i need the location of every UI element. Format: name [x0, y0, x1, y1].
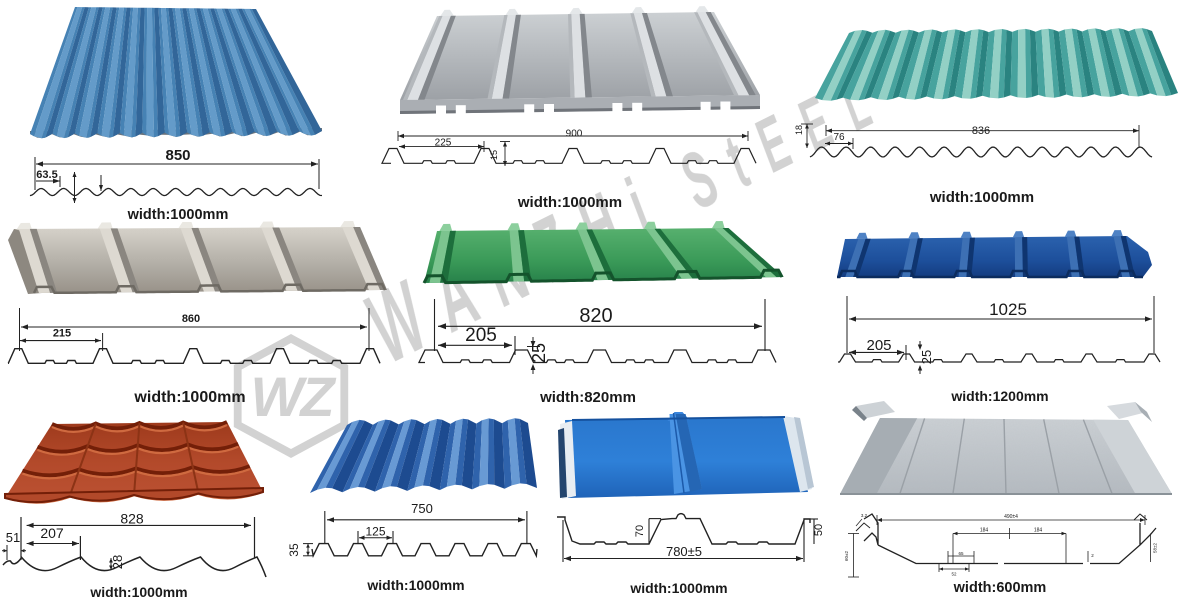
svg-text:width:1000mm: width:1000mm: [929, 189, 1034, 206]
svg-text:25: 25: [529, 343, 549, 363]
svg-text:50: 50: [813, 524, 825, 536]
svg-text:205: 205: [866, 337, 891, 354]
svg-text:width:1000mm: width:1000mm: [517, 194, 622, 211]
svg-text:207: 207: [40, 525, 64, 541]
svg-text:width:1000mm: width:1000mm: [366, 577, 464, 593]
svg-text:205: 205: [465, 325, 497, 346]
svg-text:25: 25: [919, 350, 934, 364]
svg-text:70: 70: [634, 525, 646, 537]
svg-text:width:1000mm: width:1000mm: [89, 584, 187, 600]
svg-text:35: 35: [287, 543, 301, 557]
svg-text:3.2: 3.2: [861, 513, 868, 518]
svg-text:780±5: 780±5: [666, 544, 702, 559]
svg-text:184: 184: [1034, 528, 1043, 534]
svg-text:65: 65: [958, 551, 964, 556]
svg-text:58±2: 58±2: [1153, 543, 1158, 553]
svg-text:225: 225: [435, 138, 452, 149]
svg-text:750: 750: [411, 501, 433, 516]
svg-text:width:1000mm: width:1000mm: [133, 389, 245, 406]
svg-text:60±2: 60±2: [844, 551, 849, 561]
svg-text:900: 900: [566, 129, 583, 140]
svg-text:width:1200mm: width:1200mm: [950, 388, 1048, 404]
svg-text:width:1000mm: width:1000mm: [127, 207, 229, 223]
svg-text:18: 18: [794, 125, 804, 135]
svg-text:1025: 1025: [989, 300, 1027, 319]
svg-text:850: 850: [165, 147, 190, 164]
svg-text:width:820mm: width:820mm: [539, 389, 636, 406]
svg-text:828: 828: [120, 511, 144, 527]
svg-text:63.5: 63.5: [36, 169, 57, 181]
svg-text:215: 215: [53, 328, 71, 340]
svg-text:width:600mm: width:600mm: [953, 580, 1047, 596]
svg-text:490±4: 490±4: [1004, 514, 1018, 520]
svg-text:820: 820: [579, 305, 612, 327]
svg-text:width:1000mm: width:1000mm: [629, 580, 727, 596]
svg-text:125: 125: [365, 525, 385, 539]
svg-text:76: 76: [833, 132, 845, 143]
svg-text:15: 15: [489, 150, 499, 160]
svg-text:51: 51: [6, 530, 20, 545]
svg-text:WZ: WZ: [250, 365, 336, 428]
svg-text:860: 860: [182, 313, 200, 325]
svg-text:2: 2: [1091, 553, 1094, 558]
svg-text:52: 52: [951, 572, 957, 577]
svg-text:836: 836: [972, 125, 990, 137]
svg-text:184: 184: [980, 528, 989, 534]
